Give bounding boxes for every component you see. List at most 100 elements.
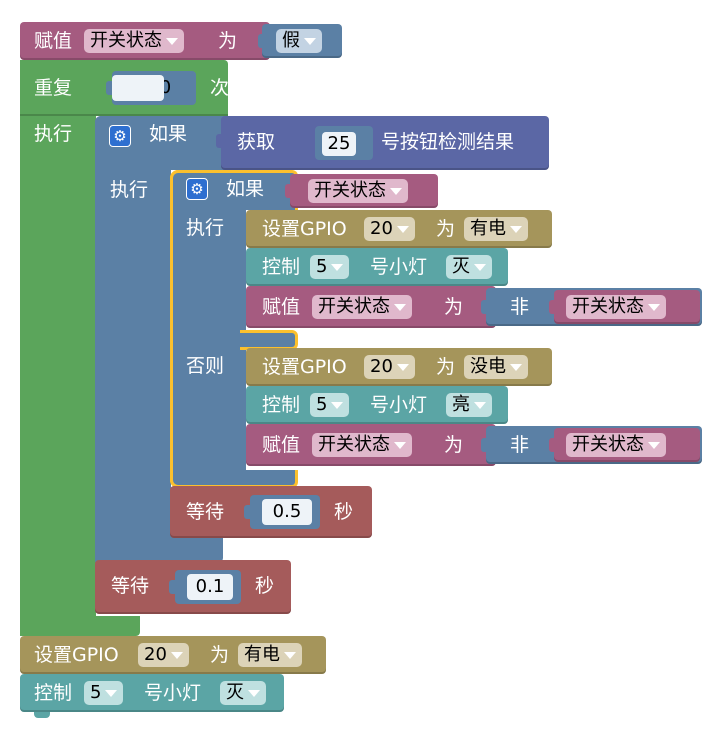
seconds-label: 秒: [255, 575, 275, 597]
input-connector: [549, 438, 555, 452]
else-light-control-block[interactable]: 控制 5 号小灯 亮: [246, 386, 508, 424]
seconds-label: 秒: [334, 501, 354, 523]
chevron-down-icon: [648, 442, 660, 449]
as-label: 为: [444, 296, 464, 318]
as-label: 为: [210, 644, 230, 666]
input-connector: [216, 134, 222, 148]
then-light-control-block[interactable]: 控制 5 号小灯 灭: [246, 248, 508, 286]
input-connector: [258, 34, 264, 48]
wait-outer-block[interactable]: 等待 0.1 秒: [95, 560, 291, 614]
gpio-label: 设置GPIO: [262, 218, 347, 240]
chevron-down-icon: [474, 264, 486, 271]
chevron-down-icon: [510, 364, 522, 371]
chevron-down-icon: [396, 226, 409, 233]
light-suffix-label: 号小灯: [370, 256, 428, 278]
gpio-pin-dropdown[interactable]: 20: [364, 355, 415, 379]
input-connector: [106, 81, 112, 95]
chevron-down-icon: [648, 304, 660, 311]
wait-value-input[interactable]: 0.1: [187, 574, 233, 600]
chevron-down-icon: [390, 188, 402, 195]
chevron-down-icon: [396, 364, 409, 371]
button-detection-block[interactable]: 获取 25 号按钮检测结果: [216, 116, 549, 170]
button-result-label: 号按钮检测结果: [381, 131, 515, 153]
set-label: 赋值: [262, 434, 301, 456]
wait-inner-block[interactable]: 等待 0.5 秒: [170, 486, 372, 538]
set-switch-state-block[interactable]: 赋值 开关状态 为: [20, 22, 270, 60]
gpio-pin-dropdown[interactable]: 20: [364, 217, 415, 241]
then-not-variable-block[interactable]: 开关状态: [549, 290, 700, 324]
boolean-dropdown[interactable]: 假: [276, 29, 322, 53]
wait-value-input[interactable]: 0.5: [262, 499, 312, 525]
chevron-down-icon: [331, 402, 344, 409]
gpio-label: 设置GPIO: [34, 644, 119, 666]
input-connector: [285, 184, 291, 198]
gpio-pin-dropdown[interactable]: 20: [138, 643, 189, 667]
variable-dropdown[interactable]: 开关状态: [312, 295, 412, 319]
chevron-down-icon: [166, 38, 178, 45]
chevron-down-icon: [105, 690, 118, 697]
then-set-gpio-block[interactable]: 设置GPIO 20 为 有电: [246, 210, 552, 248]
if-inner-label: 如果: [226, 178, 265, 200]
control-label: 控制: [262, 256, 301, 278]
light-number-dropdown[interactable]: 5: [310, 393, 350, 417]
if-outer-spine: [95, 116, 171, 562]
set-label: 赋值: [262, 296, 301, 318]
gear-icon[interactable]: ⚙: [109, 125, 131, 147]
repeat-bottom-arm: [20, 616, 140, 636]
variable-dropdown[interactable]: 开关状态: [566, 433, 666, 457]
gpio-label: 设置GPIO: [262, 356, 347, 378]
gpio-state-dropdown[interactable]: 有电: [464, 217, 528, 241]
as-label: 为: [436, 218, 456, 240]
else-set-gpio-block[interactable]: 设置GPIO 20 为 没电: [246, 348, 552, 386]
gpio-state-dropdown[interactable]: 有电: [238, 643, 302, 667]
get-label: 获取: [237, 131, 276, 153]
light-state-dropdown[interactable]: 灭: [220, 681, 266, 705]
else-not-variable-block[interactable]: 开关状态: [549, 428, 700, 462]
control-label: 控制: [34, 682, 73, 704]
as-label: 为: [444, 434, 464, 456]
light-number-dropdown[interactable]: 5: [84, 681, 124, 705]
next-connector: [34, 712, 50, 718]
repeat-count-input[interactable]: 200: [112, 71, 196, 105]
input-connector: [169, 580, 175, 594]
wait-label: 等待: [186, 501, 225, 523]
light-number-dropdown[interactable]: 5: [310, 255, 350, 279]
button-pin-field-bg: [322, 132, 356, 156]
variable-dropdown[interactable]: 开关状态: [312, 433, 412, 457]
chevron-down-icon: [284, 652, 296, 659]
then-assign-block[interactable]: 赋值 开关状态 为: [246, 286, 496, 328]
condition-variable-block[interactable]: 开关状态: [285, 174, 438, 208]
gear-icon[interactable]: ⚙: [186, 178, 208, 200]
else-assign-block[interactable]: 赋值 开关状态 为: [246, 424, 496, 466]
light-state-dropdown[interactable]: 亮: [446, 393, 492, 417]
set-label: 赋值: [34, 30, 73, 52]
as-label: 为: [218, 30, 238, 52]
control-label: 控制: [262, 394, 301, 416]
bottom-light-control-block[interactable]: 控制 5 号小灯 灭: [20, 674, 284, 718]
repeat-block[interactable]: 重复 200 次: [20, 60, 229, 116]
not-label: 非: [510, 434, 530, 456]
wait-label: 等待: [111, 575, 150, 597]
variable-dropdown[interactable]: 开关状态: [566, 295, 666, 319]
repeat-label: 重复: [34, 77, 73, 99]
light-state-dropdown[interactable]: 灭: [446, 255, 492, 279]
bottom-set-gpio-block[interactable]: 设置GPIO 20 为 有电: [20, 636, 326, 674]
chevron-down-icon: [394, 442, 406, 449]
not-label: 非: [510, 296, 530, 318]
boolean-value-block[interactable]: 假: [258, 24, 342, 58]
as-label: 为: [436, 356, 456, 378]
gpio-state-dropdown[interactable]: 没电: [464, 355, 528, 379]
chevron-down-icon: [304, 38, 316, 45]
repeat-body-spine: [20, 116, 96, 636]
variable-dropdown[interactable]: 开关状态: [308, 179, 408, 203]
variable-dropdown[interactable]: 开关状态: [84, 29, 184, 53]
light-suffix-label: 号小灯: [144, 682, 202, 704]
input-connector: [244, 505, 250, 519]
if-inner-else-arm: [240, 330, 298, 350]
light-suffix-label: 号小灯: [370, 394, 428, 416]
if-outer-header[interactable]: ⚙ 如果: [95, 116, 228, 170]
input-connector: [481, 438, 487, 452]
chevron-down-icon: [474, 402, 486, 409]
if-outer-do-label: 执行: [110, 179, 149, 201]
if-inner-do-label: 执行: [186, 217, 225, 239]
